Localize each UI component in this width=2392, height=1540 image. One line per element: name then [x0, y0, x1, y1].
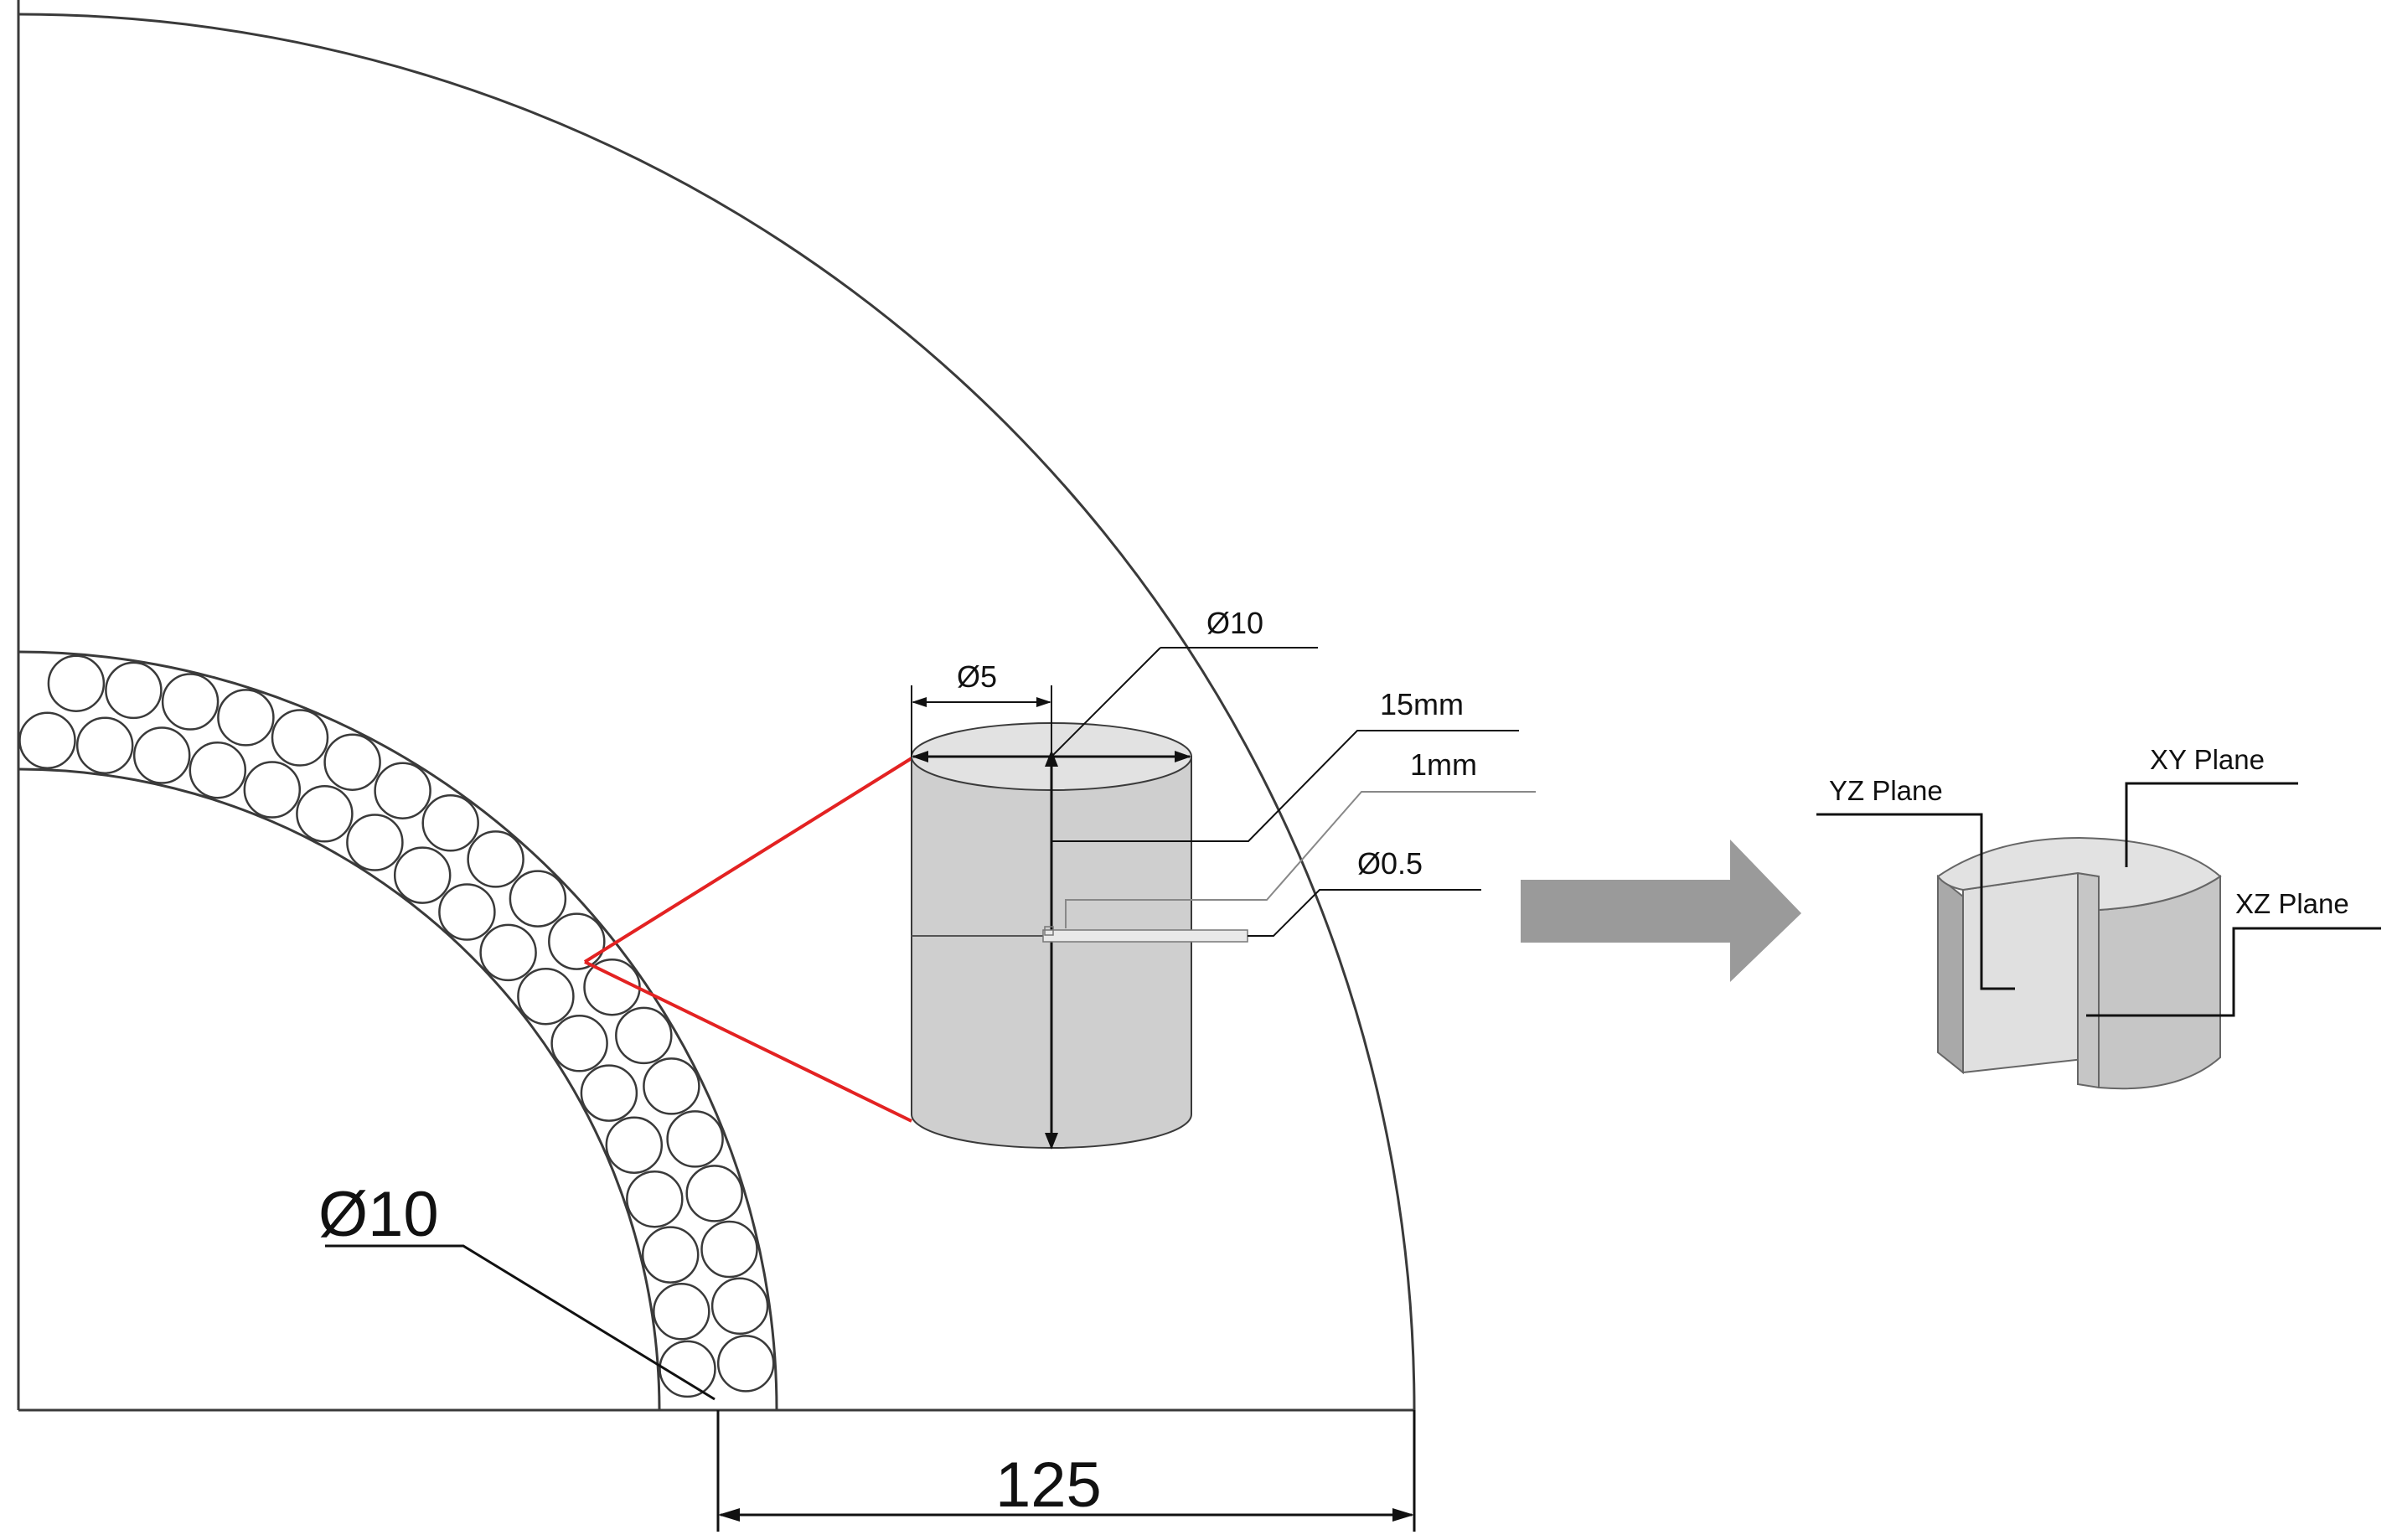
ball	[700, 1220, 758, 1279]
ball	[47, 654, 106, 712]
yz-plane-label: YZ Plane	[1829, 775, 1943, 806]
height-label: 15mm	[1380, 687, 1464, 721]
ball	[653, 1283, 710, 1341]
diameter-arrowhead-left	[912, 751, 928, 762]
height-leader-line	[1051, 730, 1519, 842]
plane-labels: YZ Plane XY Plane XZ Plane	[1816, 744, 2381, 1017]
radius-label: 125	[995, 1450, 1102, 1521]
ball	[217, 689, 275, 747]
ball	[615, 1006, 673, 1065]
ball	[509, 870, 567, 928]
ball	[685, 1165, 743, 1222]
ball	[75, 716, 134, 774]
ball	[626, 1170, 684, 1228]
width-label: Ø5	[957, 659, 997, 694]
ball	[393, 846, 452, 904]
ball-bed-outer-arc	[18, 650, 778, 1411]
cut-cylinder-xz-face	[2077, 871, 2100, 1089]
xz-plane-label: XZ Plane	[2235, 888, 2349, 919]
cylinder-diameter-label: Ø10	[1206, 606, 1263, 640]
diameter-leader-line	[1051, 647, 1161, 757]
disk-outer-arc	[18, 13, 1416, 1411]
ball	[580, 1064, 638, 1122]
ball	[643, 1057, 700, 1115]
axis-arrowhead-bottom	[1045, 1133, 1058, 1150]
xy-plane-label: XY Plane	[2150, 744, 2265, 775]
ball	[346, 814, 404, 871]
cut-cylinder	[1936, 836, 2222, 1090]
cylinder-diameter-leader: Ø10	[1051, 606, 1318, 757]
thermocouple-tip-leader	[1065, 791, 1536, 928]
xz-leader	[2086, 927, 2381, 1017]
ball-diameter-label: Ø10	[318, 1179, 439, 1250]
hole-diameter-label: Ø0.5	[1357, 846, 1423, 881]
ball	[517, 967, 575, 1026]
cylinder-specimen	[911, 722, 1536, 1150]
ball	[583, 958, 641, 1016]
thermocouple-tip	[1044, 926, 1054, 936]
callout-line-top	[583, 757, 913, 964]
ball-diameter-leader: Ø10	[318, 1179, 716, 1401]
ball-bed	[18, 650, 778, 1411]
ball	[105, 661, 163, 720]
ball	[421, 794, 479, 852]
ball	[243, 761, 302, 819]
radius-arrowhead-left	[718, 1508, 740, 1522]
ball	[189, 741, 247, 799]
cut-cylinder-left-wall	[1937, 874, 1964, 1075]
ball	[438, 883, 496, 941]
ball	[550, 1015, 608, 1072]
xy-leader	[2125, 782, 2298, 867]
ball	[548, 912, 606, 970]
transition-arrow-icon	[1521, 840, 1801, 982]
thermocouple-hole	[1042, 929, 1248, 943]
ball-bed-inner-arc	[18, 767, 661, 1411]
ball	[659, 1340, 716, 1398]
ball	[710, 1277, 769, 1336]
callout-line-bottom	[584, 960, 912, 1123]
yz-leader	[1816, 813, 2015, 990]
ball	[467, 830, 524, 888]
ball	[666, 1110, 724, 1168]
quarter-disk	[17, 0, 1416, 1412]
ball	[374, 762, 431, 819]
depth-leader: 1mm	[1410, 747, 1477, 782]
ball	[271, 709, 329, 767]
ball	[605, 1116, 664, 1174]
axis-arrowhead-top	[1045, 750, 1058, 767]
width-arrowhead-right	[1036, 697, 1051, 707]
ball	[132, 726, 191, 784]
ball	[18, 711, 76, 769]
ball	[323, 733, 381, 791]
radius-dimension: 125	[716, 1410, 1416, 1532]
magnify-callout	[583, 757, 913, 1123]
ball	[479, 923, 537, 982]
cut-cylinder-top-face	[1936, 836, 2222, 912]
ball	[296, 785, 354, 843]
hole-diameter-leader: Ø0.5	[1248, 846, 1481, 937]
radius-arrowhead-right	[1392, 1508, 1414, 1522]
width-dimension: Ø5	[911, 659, 1052, 757]
width-arrowhead-left	[912, 697, 927, 707]
ball	[161, 673, 220, 731]
ball	[716, 1335, 775, 1393]
depth-label: 1mm	[1410, 747, 1477, 782]
height-leader: 15mm	[1051, 687, 1519, 842]
ball-leader-line	[325, 1244, 716, 1401]
diameter-arrowhead-right	[1175, 751, 1191, 762]
ball	[641, 1226, 700, 1284]
hole-leader-line	[1248, 889, 1481, 937]
